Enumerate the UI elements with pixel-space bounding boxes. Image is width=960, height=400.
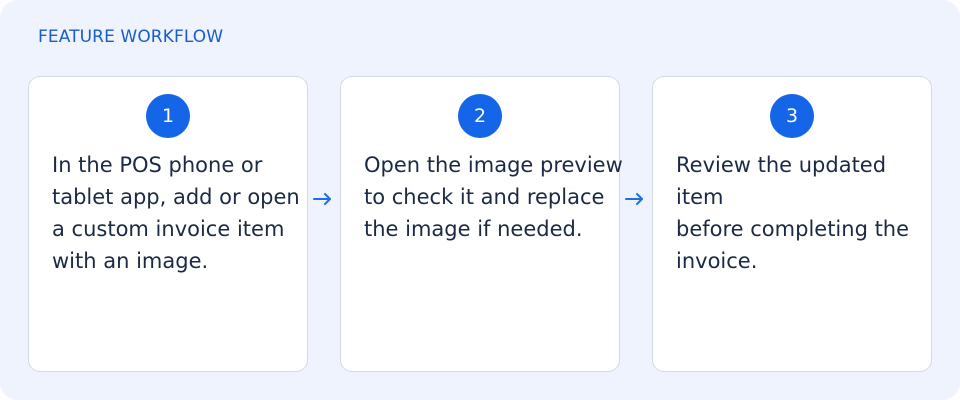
step-number-badge: 2 bbox=[458, 94, 502, 138]
step-card-1: 1 In the POS phone or tablet app, add or… bbox=[28, 76, 308, 372]
step-description: Open the image preview to check it and r… bbox=[364, 153, 623, 241]
step-card-2: 2 Open the image preview to check it and… bbox=[340, 76, 623, 372]
step-number-badge: 3 bbox=[770, 94, 814, 138]
arrow-right-icon bbox=[625, 193, 643, 205]
step-description: Review the updated item before completin… bbox=[676, 153, 910, 273]
step-description: In the POS phone or tablet app, add or o… bbox=[52, 153, 300, 273]
step-card-3: 3 Review the updated item before complet… bbox=[652, 76, 932, 372]
step-number-badge: 1 bbox=[146, 94, 190, 138]
workflow-title: FEATURE WORKFLOW bbox=[38, 27, 224, 47]
arrow-right-icon bbox=[313, 193, 331, 205]
